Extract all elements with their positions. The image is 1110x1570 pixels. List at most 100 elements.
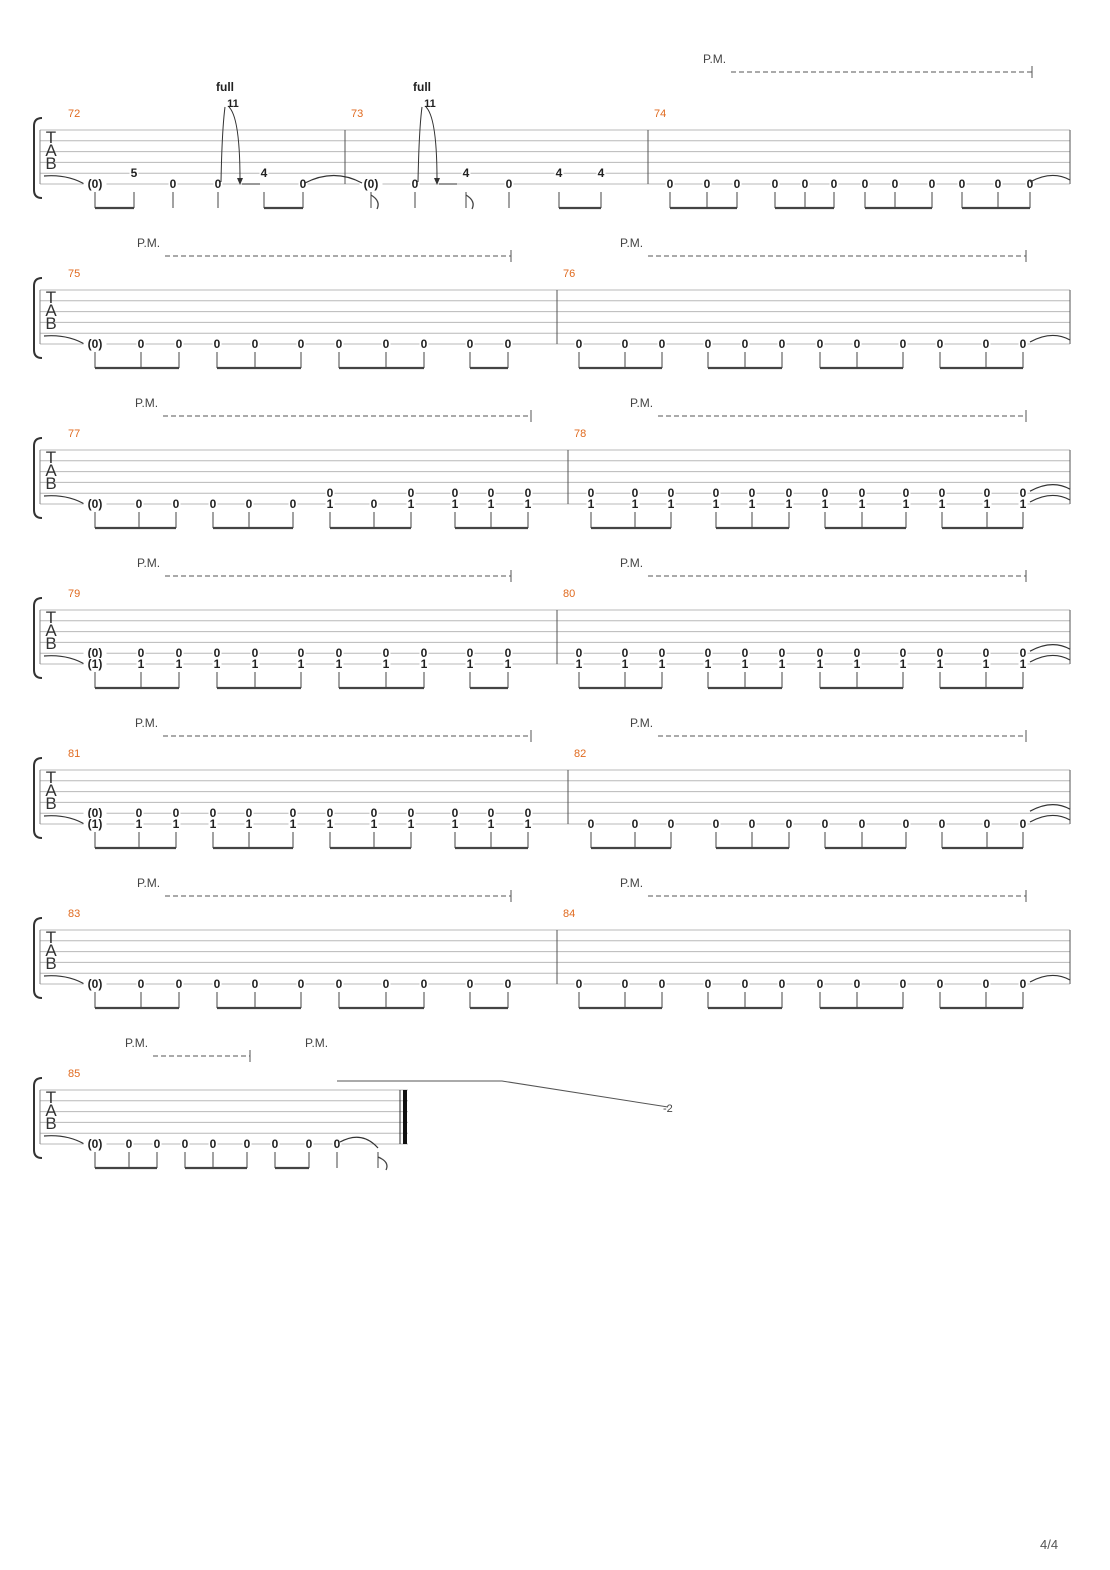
fret-number: 0: [383, 977, 390, 991]
fret-bg: [523, 807, 533, 820]
fret-bg: [208, 818, 218, 830]
fret-number: 1: [488, 817, 495, 831]
fret-bg: [250, 658, 260, 670]
fret-bg: [296, 338, 306, 350]
fret-number: 0: [1027, 177, 1034, 191]
fret-number: 1: [822, 497, 829, 511]
fret-number: 0: [525, 486, 532, 500]
fret-bg: [711, 498, 721, 510]
fret-bg: [296, 658, 306, 670]
measure-number: 79: [68, 588, 80, 600]
fret-number: 4: [261, 166, 268, 180]
fret-bg: [574, 647, 584, 660]
fret-bg: [1018, 338, 1028, 350]
fret-bg: [503, 647, 513, 660]
fret-bg: [134, 818, 144, 830]
measure-number: 80: [563, 588, 575, 600]
fret-bg: [334, 978, 344, 990]
fret-number: 1: [779, 657, 786, 671]
bend-full-label: full: [413, 80, 431, 94]
fret-bg: [666, 818, 676, 830]
fret-bg: [982, 498, 992, 510]
fret-number: 1: [136, 817, 143, 831]
fret-bg: [83, 338, 107, 350]
fret-bg: [213, 178, 223, 190]
fret-bg: [857, 498, 867, 510]
bend-target-label: 11: [227, 98, 239, 110]
fret-bg: [703, 647, 713, 660]
fret-bg: [334, 658, 344, 670]
palm-mute-label: P.M.: [305, 1036, 328, 1050]
fret-number: 0: [576, 977, 583, 991]
fret-number: 0: [505, 977, 512, 991]
fret-number: 0: [300, 177, 307, 191]
fret-bg: [174, 978, 184, 990]
tab-clef-a: A: [45, 941, 57, 960]
fret-number: 0: [937, 337, 944, 351]
tab-clef-b: B: [45, 634, 56, 653]
fret-number: 0: [772, 177, 779, 191]
fret-number: 1: [742, 657, 749, 671]
page-number: 4/4: [1040, 1537, 1059, 1552]
fret-bg: [703, 978, 713, 990]
fret-number: 0: [859, 817, 866, 831]
fret-bg: [860, 178, 870, 190]
fret-number: (0): [88, 1137, 103, 1151]
fret-number: 1: [937, 657, 944, 671]
fret-number: 0: [1020, 817, 1027, 831]
tab-clef-b: B: [45, 314, 56, 333]
fret-number: 0: [983, 337, 990, 351]
fret-number: 1: [859, 497, 866, 511]
fret-bg: [937, 487, 947, 500]
fret-number: 0: [749, 486, 756, 500]
fret-bg: [657, 658, 667, 670]
fret-number: 1: [327, 497, 334, 511]
fret-number: 0: [983, 977, 990, 991]
fret-bg: [898, 658, 908, 670]
tab-clef-t: T: [46, 608, 56, 627]
fret-bg: [325, 807, 335, 820]
system-bracket: [33, 917, 43, 999]
fret-number: (1): [88, 657, 103, 671]
measure-number: 73: [351, 108, 363, 120]
tab-clef-b: B: [45, 1114, 56, 1133]
fret-number: 0: [900, 977, 907, 991]
fret-bg: [829, 178, 839, 190]
fret-bg: [450, 807, 460, 820]
fret-number: 0: [327, 486, 334, 500]
palm-mute-label: P.M.: [620, 236, 643, 250]
fret-bg: [129, 167, 139, 180]
tab-clef-b: B: [45, 954, 56, 973]
fret-number: 0: [138, 977, 145, 991]
fret-number: 0: [215, 177, 222, 191]
fret-number: 0: [862, 177, 869, 191]
fret-number: 0: [173, 497, 180, 511]
fret-number: 0: [138, 646, 145, 660]
fret-bg: [852, 658, 862, 670]
tab-clef-b: B: [45, 474, 56, 493]
measure-number: 85: [68, 1068, 80, 1080]
fret-bg: [419, 338, 429, 350]
fret-number: 1: [173, 817, 180, 831]
note-flag: [377, 1156, 388, 1171]
fret-bg: [784, 487, 794, 500]
measure-number: 72: [68, 108, 80, 120]
tab-clef-a: A: [45, 781, 57, 800]
fret-number: 1: [467, 657, 474, 671]
fret-number: 0: [176, 977, 183, 991]
fret-number: 1: [383, 657, 390, 671]
fret-number: 0: [713, 817, 720, 831]
fret-number: 0: [210, 1137, 217, 1151]
fret-number: 1: [452, 817, 459, 831]
tie-arc: [1029, 644, 1071, 652]
fret-bg: [630, 818, 640, 830]
fret-number: 0: [576, 646, 583, 660]
fret-number: 0: [822, 817, 829, 831]
fret-number: 0: [1020, 337, 1027, 351]
fret-number: 1: [408, 817, 415, 831]
tab-clef-b: B: [45, 794, 56, 813]
tab-system: TAB81P.M.(0)(1)010101010101010101010182P…: [33, 716, 1071, 850]
fret-bg: [381, 338, 391, 350]
